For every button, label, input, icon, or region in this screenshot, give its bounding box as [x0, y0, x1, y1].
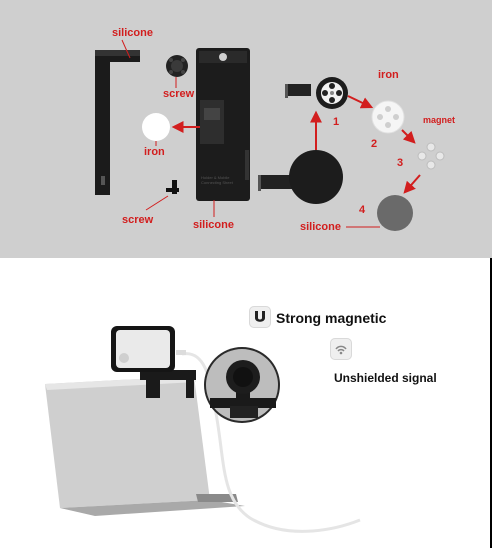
- label-iron-left: iron: [144, 146, 165, 158]
- device-plate: [196, 48, 250, 201]
- label-screw-top: screw: [163, 88, 195, 100]
- iron-disc: [142, 113, 170, 141]
- knob: [166, 55, 188, 77]
- step-2: 2: [371, 138, 378, 150]
- device-text-line-1: Holder & Mobile: [201, 175, 230, 180]
- iron-plate-right: [371, 100, 405, 134]
- usage-photo: Strong magnetic Unshielded signal: [0, 258, 492, 548]
- signal-icon: [335, 345, 347, 355]
- signal-badge: [330, 338, 352, 360]
- assembly-top: [285, 77, 348, 109]
- label-silicone-right: silicone: [300, 221, 341, 233]
- device-label-text: Holder & Mobile Connecting Sheet: [201, 175, 247, 185]
- step-3: 3: [397, 157, 404, 169]
- feature-strong-magnetic: Strong magnetic: [276, 310, 387, 326]
- device-text-line-2: Connecting Sheet: [201, 180, 233, 185]
- label-magnet: magnet: [423, 115, 456, 125]
- holder-arm: [95, 50, 140, 195]
- step-1: 1: [333, 116, 340, 128]
- label-silicone-bottom: silicone: [193, 219, 234, 231]
- label-screw-bottom: screw: [122, 214, 154, 226]
- exploded-diagram: silicone screw iron screw silicone iron …: [0, 0, 492, 258]
- label-silicone-top: silicone: [112, 27, 153, 39]
- screw: [166, 180, 179, 194]
- laptop-illustration: [45, 326, 361, 533]
- magnet-badge: [249, 306, 271, 328]
- edge-bar: [490, 258, 492, 548]
- silicone-pad: [377, 195, 413, 231]
- feature-unshielded-signal: Unshielded signal: [334, 371, 437, 385]
- assembly-bottom: [258, 150, 343, 204]
- diagram-drawing: [95, 39, 445, 231]
- magnet-icon: [255, 311, 265, 322]
- magnets: [417, 142, 445, 170]
- label-iron-right: iron: [378, 69, 399, 81]
- step-4: 4: [359, 204, 366, 216]
